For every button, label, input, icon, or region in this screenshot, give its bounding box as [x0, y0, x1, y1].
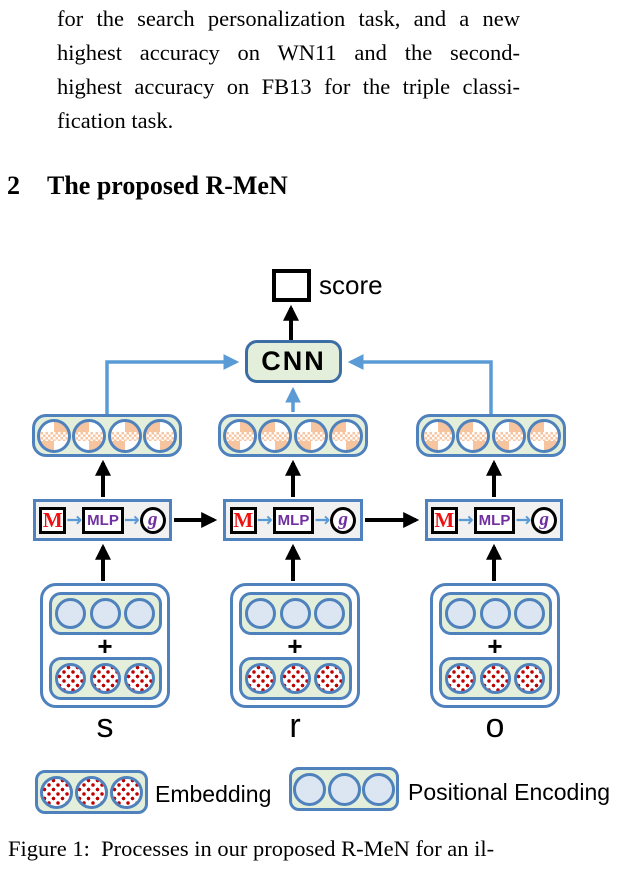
- memory-cell-r: M → MLP → g: [223, 499, 363, 541]
- input-label-r: r: [289, 707, 301, 745]
- arrow-right-icon: →: [457, 508, 474, 531]
- memory-vector-icon: [491, 418, 526, 453]
- positional-circle-icon: [245, 598, 276, 629]
- embedding-circle-icon: [75, 775, 108, 809]
- gate-g-label: g: [139, 506, 166, 534]
- input-block-o: +: [430, 583, 560, 708]
- positional-circle-icon: [89, 598, 121, 629]
- memory-vector-icon: [107, 418, 142, 453]
- memory-vector-icon: [456, 418, 491, 453]
- body-paragraph: for the search personalization task, and…: [57, 2, 520, 138]
- legend-embedding-swatch: [35, 770, 148, 814]
- memory-row-s: [32, 414, 182, 457]
- figure-caption: Figure 1: Processes in our proposed R-Me…: [8, 836, 495, 861]
- paragraph-line: fication task.: [57, 108, 174, 133]
- plus-sign: +: [287, 631, 303, 661]
- section-title: The proposed R-MeN: [47, 171, 288, 200]
- embedding-circle-icon: [110, 775, 143, 809]
- memory-cell-o: M → MLP → g: [425, 499, 563, 541]
- legend-positional-label: Positional Encoding: [408, 779, 611, 805]
- positional-encoding-row: [48, 592, 162, 635]
- embedding-circle-icon: [445, 663, 476, 694]
- memory-vector-icon: [527, 418, 562, 453]
- memory-row-r: [218, 414, 368, 457]
- embedding-row: [438, 657, 552, 700]
- arrow-right-icon: →: [314, 508, 331, 531]
- embedding-row: [48, 657, 162, 700]
- positional-circle-icon: [55, 598, 86, 629]
- positional-circle-icon: [445, 598, 476, 629]
- mlp-label: MLP: [473, 506, 516, 534]
- positional-circle-icon: [279, 598, 311, 629]
- arrow-right-icon: →: [515, 508, 532, 531]
- legend-embedding-label: Embedding: [155, 781, 272, 807]
- positional-circle-icon: [479, 598, 511, 629]
- mlp-label: MLP: [272, 506, 315, 534]
- mlp-label: MLP: [82, 506, 124, 534]
- arrow-right-icon: →: [66, 508, 83, 531]
- positional-circle-icon: [361, 772, 395, 806]
- input-label-s: s: [96, 707, 114, 745]
- score-box: [272, 269, 311, 302]
- paragraph-line: for the search personalization task, and…: [57, 6, 520, 31]
- arrow-right-icon: →: [256, 508, 273, 531]
- memory-cell-s: M → MLP → g: [33, 499, 172, 541]
- memory-vector-icon: [143, 418, 178, 453]
- input-label-o: o: [485, 707, 505, 745]
- score-label: score: [319, 270, 383, 300]
- input-block-s: +: [40, 583, 170, 708]
- positional-circle-icon: [314, 598, 345, 629]
- embedding-row: [238, 657, 352, 700]
- embedding-circle-icon: [89, 663, 121, 694]
- positional-circle-icon: [293, 772, 327, 806]
- embedding-circle-icon: [479, 663, 511, 694]
- memory-row-o: [416, 414, 566, 457]
- memory-vector-icon: [222, 418, 257, 453]
- embedding-circle-icon: [514, 663, 545, 694]
- positional-circle-icon: [514, 598, 545, 629]
- paragraph-line: highest accuracy on WN11 and the second-: [57, 40, 520, 65]
- gate-g-label: g: [531, 506, 558, 534]
- cnn-block: CNN: [245, 340, 342, 383]
- positional-encoding-row: [238, 592, 352, 635]
- figure-1-diagram: score CNN M → MLP → g: [0, 230, 623, 830]
- memory-vector-icon: [258, 418, 293, 453]
- embedding-circle-icon: [55, 663, 86, 694]
- section-number: 2: [7, 171, 20, 200]
- memory-vector-icon: [293, 418, 328, 453]
- paragraph-line: highest accuracy on FB13 for the triple …: [57, 74, 520, 99]
- section-heading: 2 The proposed R-MeN: [7, 171, 288, 201]
- embedding-circle-icon: [279, 663, 311, 694]
- memory-matrix-label: M: [39, 506, 67, 534]
- embedding-circle-icon: [40, 775, 73, 809]
- positional-circle-icon: [327, 772, 361, 806]
- positional-encoding-row: [438, 592, 552, 635]
- embedding-circle-icon: [245, 663, 276, 694]
- plus-sign: +: [487, 631, 503, 661]
- memory-vector-icon: [36, 418, 71, 453]
- embedding-circle-icon: [314, 663, 345, 694]
- embedding-circle-icon: [124, 663, 155, 694]
- memory-vector-icon: [420, 418, 455, 453]
- legend-positional-swatch: [289, 767, 399, 811]
- memory-matrix-label: M: [430, 506, 458, 534]
- input-block-r: +: [230, 583, 360, 708]
- positional-circle-icon: [124, 598, 155, 629]
- gate-g-label: g: [330, 506, 357, 534]
- arrow-right-icon: →: [123, 508, 140, 531]
- memory-vector-icon: [72, 418, 107, 453]
- plus-sign: +: [97, 631, 113, 661]
- memory-vector-icon: [329, 418, 364, 453]
- memory-matrix-label: M: [229, 506, 257, 534]
